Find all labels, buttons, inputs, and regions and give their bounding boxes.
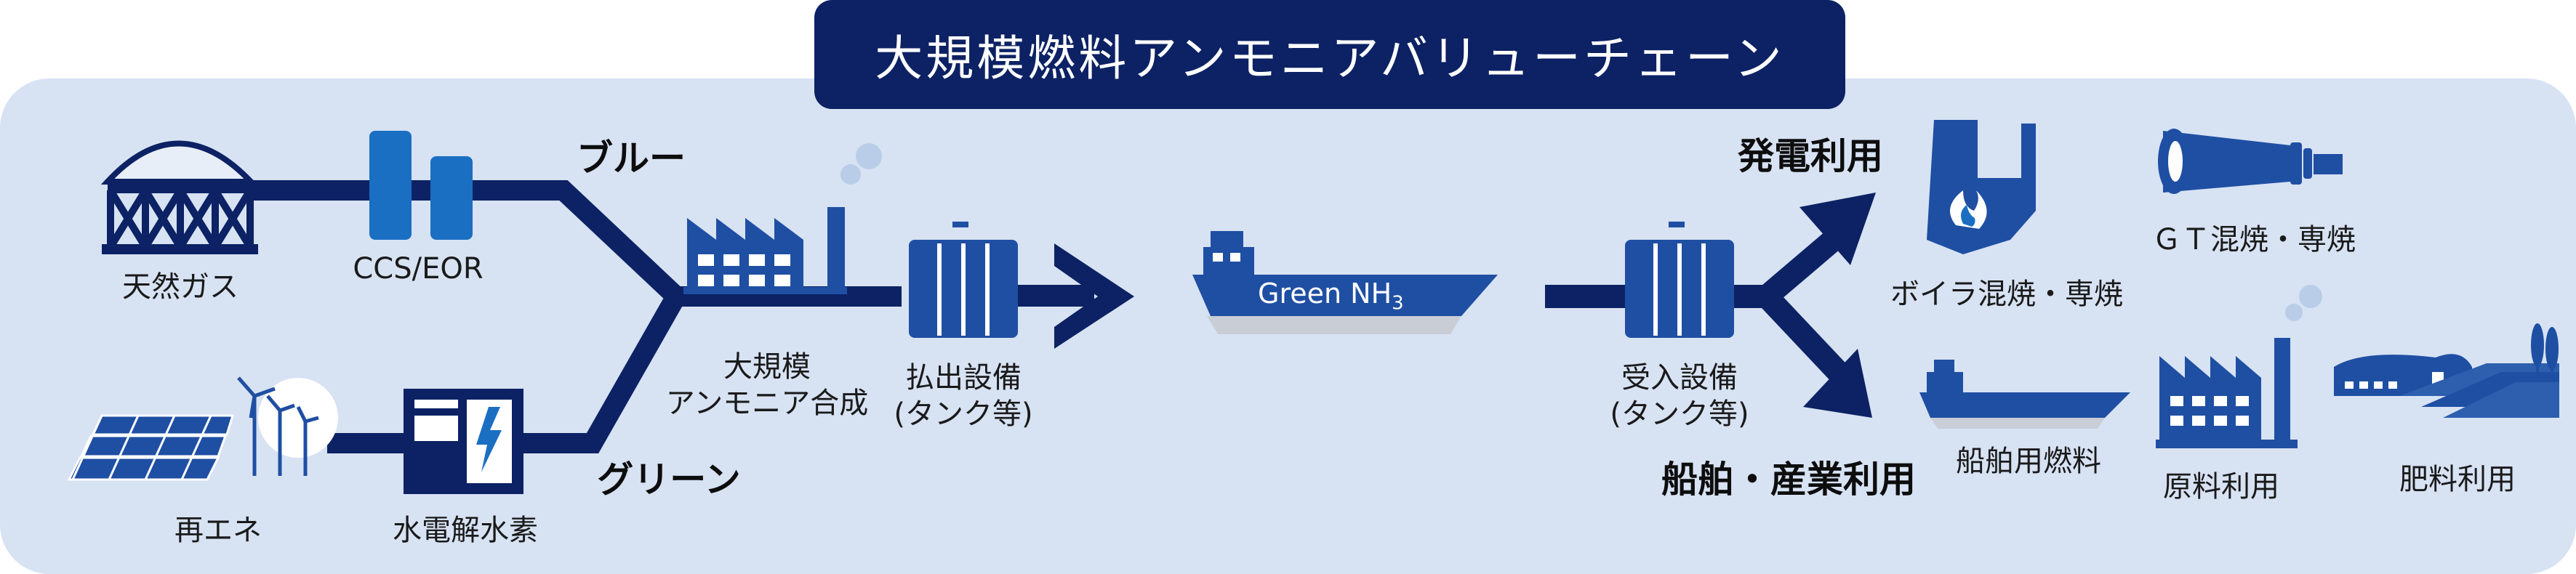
feedstock-label: 原料利用 <box>2163 470 2279 504</box>
boiler-icon <box>1927 120 2036 254</box>
blue-route-label: ブルー <box>577 137 686 179</box>
export-tank-icon <box>909 222 1018 338</box>
electrolysis-label: 水電解水素 <box>393 514 538 547</box>
renewable-icon <box>67 376 338 481</box>
import-facility-label: 受入設備 (タンク等) <box>1610 360 1749 432</box>
ship-industry-arrow-head <box>1803 349 1872 418</box>
ship-label: Green NH3 <box>1258 276 1404 321</box>
export-arrow <box>1014 243 1134 349</box>
electrolyzer-icon <box>404 389 523 494</box>
lng-tank-icon <box>100 140 258 254</box>
green-route-label: グリーン <box>597 458 741 501</box>
ship-fuel-icon <box>1919 360 2130 429</box>
farm-icon <box>2334 323 2559 418</box>
power-use-label: 発電利用 <box>1738 135 1883 177</box>
synthesis-label-line1: 大規模 <box>723 350 811 384</box>
import-facility-line1: 受入設備 <box>1621 361 1738 395</box>
export-facility-line1: 払出設備 <box>905 361 1022 395</box>
natural-gas-label: 天然ガス <box>122 270 238 304</box>
synthesis-label: 大規模 アンモニア合成 <box>666 349 868 421</box>
gt-label: ＧＴ混焼・専焼 <box>2152 223 2356 256</box>
boiler-label: ボイラ混焼・専焼 <box>1890 278 2123 311</box>
gas-turbine-icon <box>2158 129 2343 194</box>
fertilizer-label: 肥料利用 <box>2399 463 2516 496</box>
import-tank-icon <box>1625 222 1734 338</box>
synthesis-label-line2: アンモニア合成 <box>665 387 869 420</box>
import-facility-line2: (タンク等) <box>1610 397 1749 431</box>
title-banner: 大規模燃料アンモニアバリューチェーン <box>814 0 1845 109</box>
power-arrow-head <box>1799 193 1876 265</box>
ship-label-subscript: 3 <box>1392 292 1404 315</box>
ship-label-text: Green NH <box>1258 278 1392 310</box>
renewable-label: 再エネ <box>174 514 262 547</box>
ship-fuel-label: 船舶用燃料 <box>1956 445 2101 478</box>
export-facility-label: 払出設備 (タンク等) <box>894 360 1032 432</box>
page-title: 大規模燃料アンモニアバリューチェーン <box>875 31 1785 86</box>
feedstock-factory-icon <box>2156 285 2322 448</box>
ccs-label: CCS/EOR <box>353 252 483 286</box>
export-facility-line2: (タンク等) <box>894 397 1033 431</box>
ship-industry-use-label: 船舶・産業利用 <box>1661 458 1916 501</box>
ammonia-factory-icon <box>683 143 882 294</box>
blue-route-line <box>251 180 902 307</box>
tanker-ship-icon <box>1192 231 1498 334</box>
ccs-tanks-icon <box>369 131 473 240</box>
